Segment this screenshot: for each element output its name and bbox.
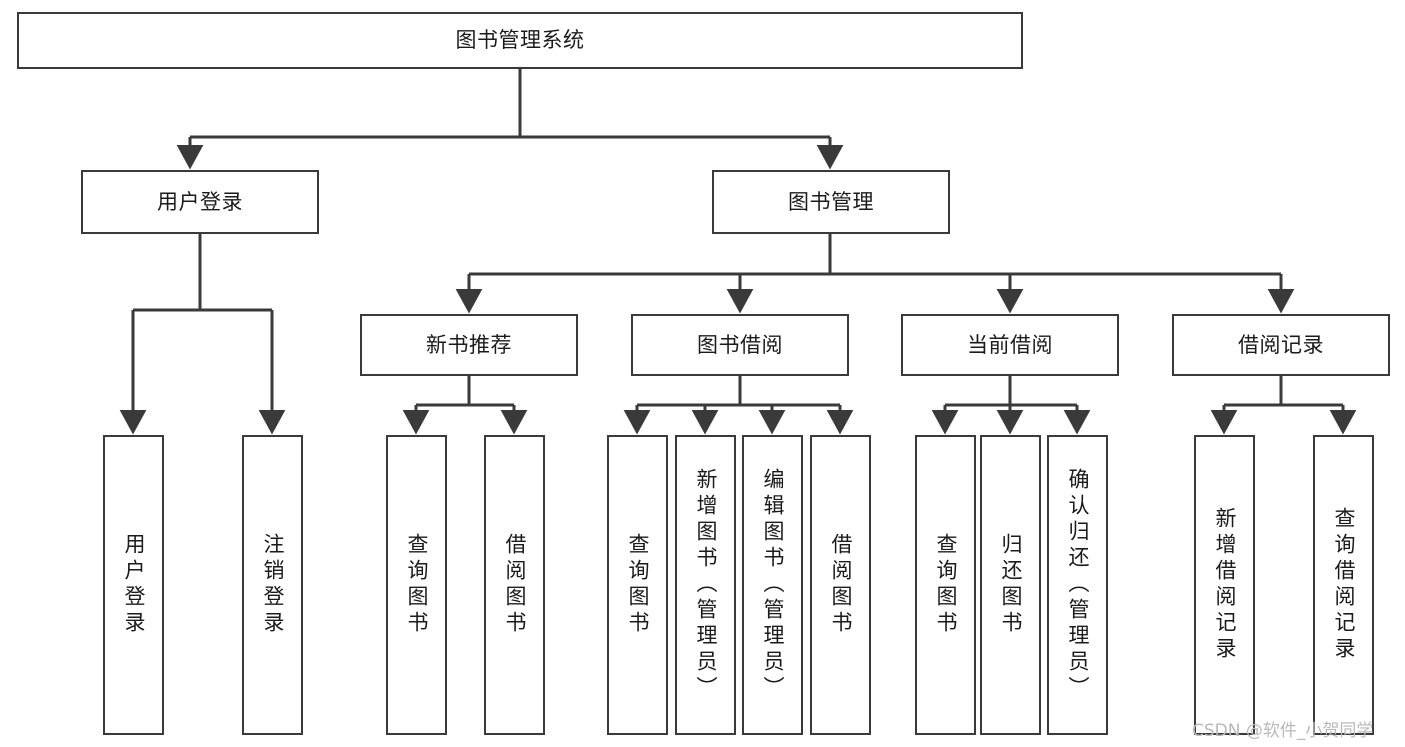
node-new-book-recommend[interactable]: 新书推荐 [360, 314, 578, 376]
leaf-query-book-new[interactable]: 查询图书 [386, 435, 447, 735]
leaf-logout-label: 注销登录 [261, 533, 285, 637]
leaf-query-borrow-record-label: 查询借阅记录 [1332, 507, 1356, 663]
node-current-borrow[interactable]: 当前借阅 [901, 314, 1119, 376]
leaf-return-book-label: 归还图书 [999, 533, 1023, 637]
leaf-edit-book-admin-label: 编辑图书（管理员） [761, 468, 785, 702]
node-book-management-label: 图书管理 [788, 189, 874, 214]
leaf-query-book-new-label: 查询图书 [405, 533, 429, 637]
leaf-add-borrow-record[interactable]: 新增借阅记录 [1194, 435, 1255, 735]
node-book-management[interactable]: 图书管理 [712, 170, 950, 234]
leaf-borrow-book-label: 借阅图书 [829, 533, 853, 637]
leaf-query-borrow-record[interactable]: 查询借阅记录 [1313, 435, 1374, 735]
leaf-query-book-current-label: 查询图书 [934, 533, 958, 637]
leaf-add-borrow-record-label: 新增借阅记录 [1213, 507, 1237, 663]
node-root[interactable]: 图书管理系统 [17, 12, 1023, 69]
leaf-user-login[interactable]: 用户登录 [103, 435, 164, 735]
leaf-user-login-label: 用户登录 [122, 533, 146, 637]
leaf-query-book-current[interactable]: 查询图书 [915, 435, 976, 735]
leaf-borrow-book-new[interactable]: 借阅图书 [484, 435, 545, 735]
leaf-logout[interactable]: 注销登录 [242, 435, 303, 735]
leaf-edit-book-admin[interactable]: 编辑图书（管理员） [742, 435, 803, 735]
leaf-query-book-borrow[interactable]: 查询图书 [607, 435, 668, 735]
node-current-borrow-label: 当前借阅 [967, 332, 1053, 357]
leaf-add-book-admin-label: 新增图书（管理员） [694, 468, 718, 702]
leaf-confirm-return-admin[interactable]: 确认归还（管理员） [1047, 435, 1108, 735]
leaf-borrow-book[interactable]: 借阅图书 [810, 435, 871, 735]
leaf-confirm-return-admin-label: 确认归还（管理员） [1066, 468, 1090, 702]
node-book-borrow[interactable]: 图书借阅 [631, 314, 849, 376]
leaf-return-book[interactable]: 归还图书 [980, 435, 1041, 735]
leaf-borrow-book-new-label: 借阅图书 [503, 533, 527, 637]
leaf-query-book-borrow-label: 查询图书 [626, 533, 650, 637]
node-user-login-label: 用户登录 [157, 189, 243, 214]
node-user-login[interactable]: 用户登录 [81, 170, 319, 234]
node-new-book-recommend-label: 新书推荐 [426, 332, 512, 357]
node-book-borrow-label: 图书借阅 [697, 332, 783, 357]
node-borrow-record[interactable]: 借阅记录 [1172, 314, 1390, 376]
node-borrow-record-label: 借阅记录 [1238, 332, 1324, 357]
node-root-label: 图书管理系统 [455, 28, 585, 53]
leaf-add-book-admin[interactable]: 新增图书（管理员） [675, 435, 736, 735]
